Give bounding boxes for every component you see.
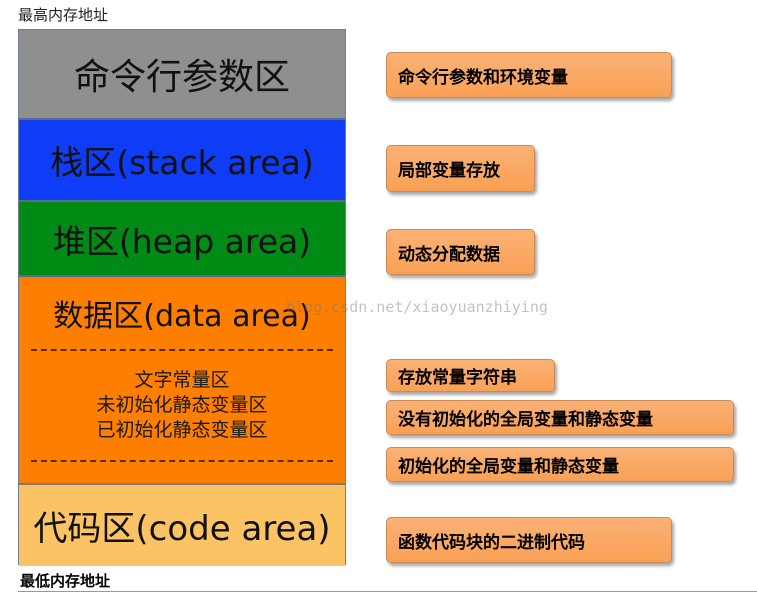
baseline-divider xyxy=(18,591,757,592)
uninitialized-static-area-label: 未初始化静态变量区 xyxy=(96,394,268,416)
segment-data: 数据区(data area) 文字常量区 未初始化静态变量区 已初始化静态变量区 xyxy=(19,275,345,483)
segment-heap-label: 堆区(heap area) xyxy=(52,221,312,261)
lowest-address-label: 最低内存地址 xyxy=(20,572,111,590)
segment-stack: 栈区(stack area) xyxy=(19,118,345,200)
segment-code-label: 代码区(code area) xyxy=(33,509,331,549)
watermark: blog.csdn.net/xiaoyuanzhiying xyxy=(286,298,548,316)
literal-constant-area-label: 文字常量区 xyxy=(134,369,230,391)
memory-layout: 命令行参数区 栈区(stack area) 堆区(heap area) 数据区(… xyxy=(18,29,346,566)
initialized-static-area-label: 已初始化静态变量区 xyxy=(96,419,268,441)
callout-command-line-args: 命令行参数和环境变量 xyxy=(386,52,672,98)
callout-uninitialized-globals: 没有初始化的全局变量和静态变量 xyxy=(386,400,734,435)
highest-address-label: 最高内存地址 xyxy=(18,6,109,24)
segment-heap: 堆区(heap area) xyxy=(19,200,345,275)
callout-dynamic-data: 动态分配数据 xyxy=(386,229,535,275)
segment-code: 代码区(code area) xyxy=(19,483,345,566)
segment-data-label: 数据区(data area) xyxy=(53,299,311,334)
segment-stack-label: 栈区(stack area) xyxy=(50,143,314,182)
dashed-divider-top xyxy=(31,349,333,351)
callout-local-variables: 局部变量存放 xyxy=(386,145,535,192)
callout-initialized-globals: 初始化的全局变量和静态变量 xyxy=(386,447,734,482)
segment-command-line-args: 命令行参数区 xyxy=(19,30,345,118)
dashed-divider-bottom xyxy=(31,460,333,462)
callout-binary-code: 函数代码块的二进制代码 xyxy=(386,517,672,563)
callout-constant-strings: 存放常量字符串 xyxy=(386,359,555,392)
segment-command-line-args-label: 命令行参数区 xyxy=(73,57,290,98)
